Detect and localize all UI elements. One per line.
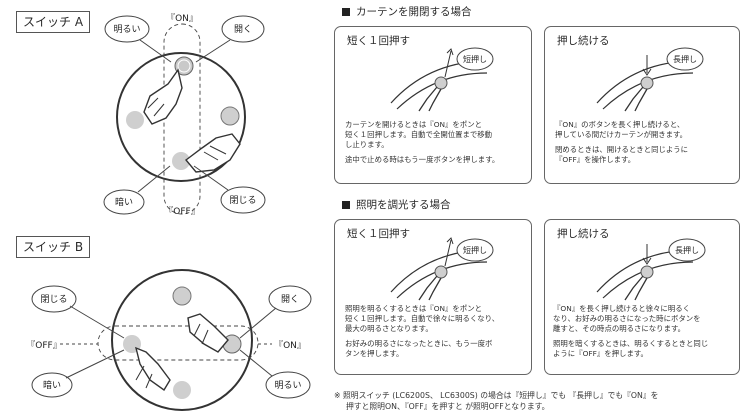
switch-b-dashed-guide xyxy=(97,325,259,361)
bubble-dark xyxy=(103,189,145,215)
hand-icon xyxy=(624,275,648,301)
panel-text: 『ON』を長く押し続けると徐々に明るくなり、お好みの明るさになった時にボタンを離… xyxy=(553,304,709,358)
bubble-close xyxy=(31,285,77,313)
footnote: ※ 照明スイッチ (LC6200S、 LC6300S) の場合は『短押し』でも … xyxy=(334,391,659,411)
lighting-short-panel: 短く１回押す 短押し 照明を明るくするときは『ON』をポンと短く１回押します。自… xyxy=(334,219,532,375)
bubble-bright xyxy=(104,15,150,43)
svg-text:開く: 開く xyxy=(234,24,252,35)
svg-text:明るい: 明るい xyxy=(113,24,140,35)
bubble-open xyxy=(221,15,265,43)
svg-text:閉じる: 閉じる xyxy=(229,195,256,206)
svg-text:閉じる: 閉じる xyxy=(40,294,67,305)
curtain-heading: カーテンを開閉する場合 xyxy=(342,4,472,19)
switch-a-on-label: 『ON』 xyxy=(166,13,198,24)
panel-text: カーテンを開けるときは『ON』をポンと短く１回押します。自動で全開位置まで移動し… xyxy=(345,120,500,164)
switch-b-top-button xyxy=(172,286,192,306)
arrow-up-icon xyxy=(444,48,454,78)
switch-a-tag: スイッチ A xyxy=(16,11,91,33)
panel-text: 照明を明るくするときは『ON』をポンと短く１回押します。自動で徐々に明るくなり、… xyxy=(345,304,500,358)
bubble-close xyxy=(220,186,266,214)
bubble-bright xyxy=(265,371,311,399)
button-press-illustration: 長押し xyxy=(596,47,704,112)
hand-icon xyxy=(134,346,171,392)
hand-icon xyxy=(624,86,648,112)
square-bullet-icon xyxy=(342,200,350,209)
panel-title: 押し続ける xyxy=(557,35,610,47)
switch-b-tag: スイッチ B xyxy=(16,236,91,258)
switch-b-diagram: 『OFF』 『ON』 閉じる 開く 暗い 明るい xyxy=(26,269,312,411)
svg-text:開く: 開く xyxy=(281,294,299,305)
curtain-long-panel: 押し続ける 長押し 『ON』のボタンを長く押し続けると、押している間だけカーテン… xyxy=(544,26,740,184)
lighting-heading: 照明を調光する場合 xyxy=(342,197,451,212)
svg-text:暗い: 暗い xyxy=(43,379,61,391)
arrow-down-icon xyxy=(642,244,652,265)
bubble-open xyxy=(268,285,312,313)
panel-title: 短く１回押す xyxy=(347,228,410,240)
svg-text:短押し: 短押し xyxy=(463,245,487,255)
svg-text:短押し: 短押し xyxy=(463,54,487,64)
curtain-short-panel: 短く１回押す 短押し カーテンを開けるときは『ON』をポンと短く１回押します。自… xyxy=(334,26,532,184)
bubble-dark xyxy=(31,372,73,398)
hand-icon xyxy=(418,275,442,301)
svg-text:暗い: 暗い xyxy=(115,196,133,208)
square-bullet-icon xyxy=(342,7,350,16)
button-press-illustration: 短押し xyxy=(390,237,494,301)
panel-title: 短く１回押す xyxy=(347,35,410,47)
panel-title: 押し続ける xyxy=(557,228,610,240)
button-press-illustration: 短押し xyxy=(390,47,494,112)
hand-icon xyxy=(418,86,442,112)
svg-text:長押し: 長押し xyxy=(675,245,699,255)
arrow-down-icon xyxy=(642,55,652,76)
switch-a-off-button xyxy=(172,152,190,170)
switch-b-off-label: 『OFF』 xyxy=(26,340,61,351)
hand-icon xyxy=(187,313,229,353)
svg-text:明るい: 明るい xyxy=(274,380,301,391)
switch-a-right-button xyxy=(220,106,240,126)
switch-a-diagram: 『ON』 『OFF』 明るい 開く 暗い 閉じる xyxy=(103,13,266,217)
switch-a-left-button xyxy=(126,111,144,129)
switch-b-on-label: 『ON』 xyxy=(274,340,306,351)
button-press-illustration: 長押し xyxy=(596,238,706,301)
switch-a-off-label: 『OFF』 xyxy=(164,206,199,217)
lighting-long-panel: 押し続ける 長押し 『ON』を長く押し続けると徐々に明るくなり、お好みの明るさに… xyxy=(544,219,740,375)
arrow-up-icon xyxy=(444,237,454,267)
panel-text: 『ON』のボタンを長く押し続けると、押している間だけカーテンが開きます。 閉める… xyxy=(555,120,689,164)
hand-icon xyxy=(143,68,183,125)
switch-b-bottom-button xyxy=(173,381,191,399)
svg-text:長押し: 長押し xyxy=(673,54,697,64)
